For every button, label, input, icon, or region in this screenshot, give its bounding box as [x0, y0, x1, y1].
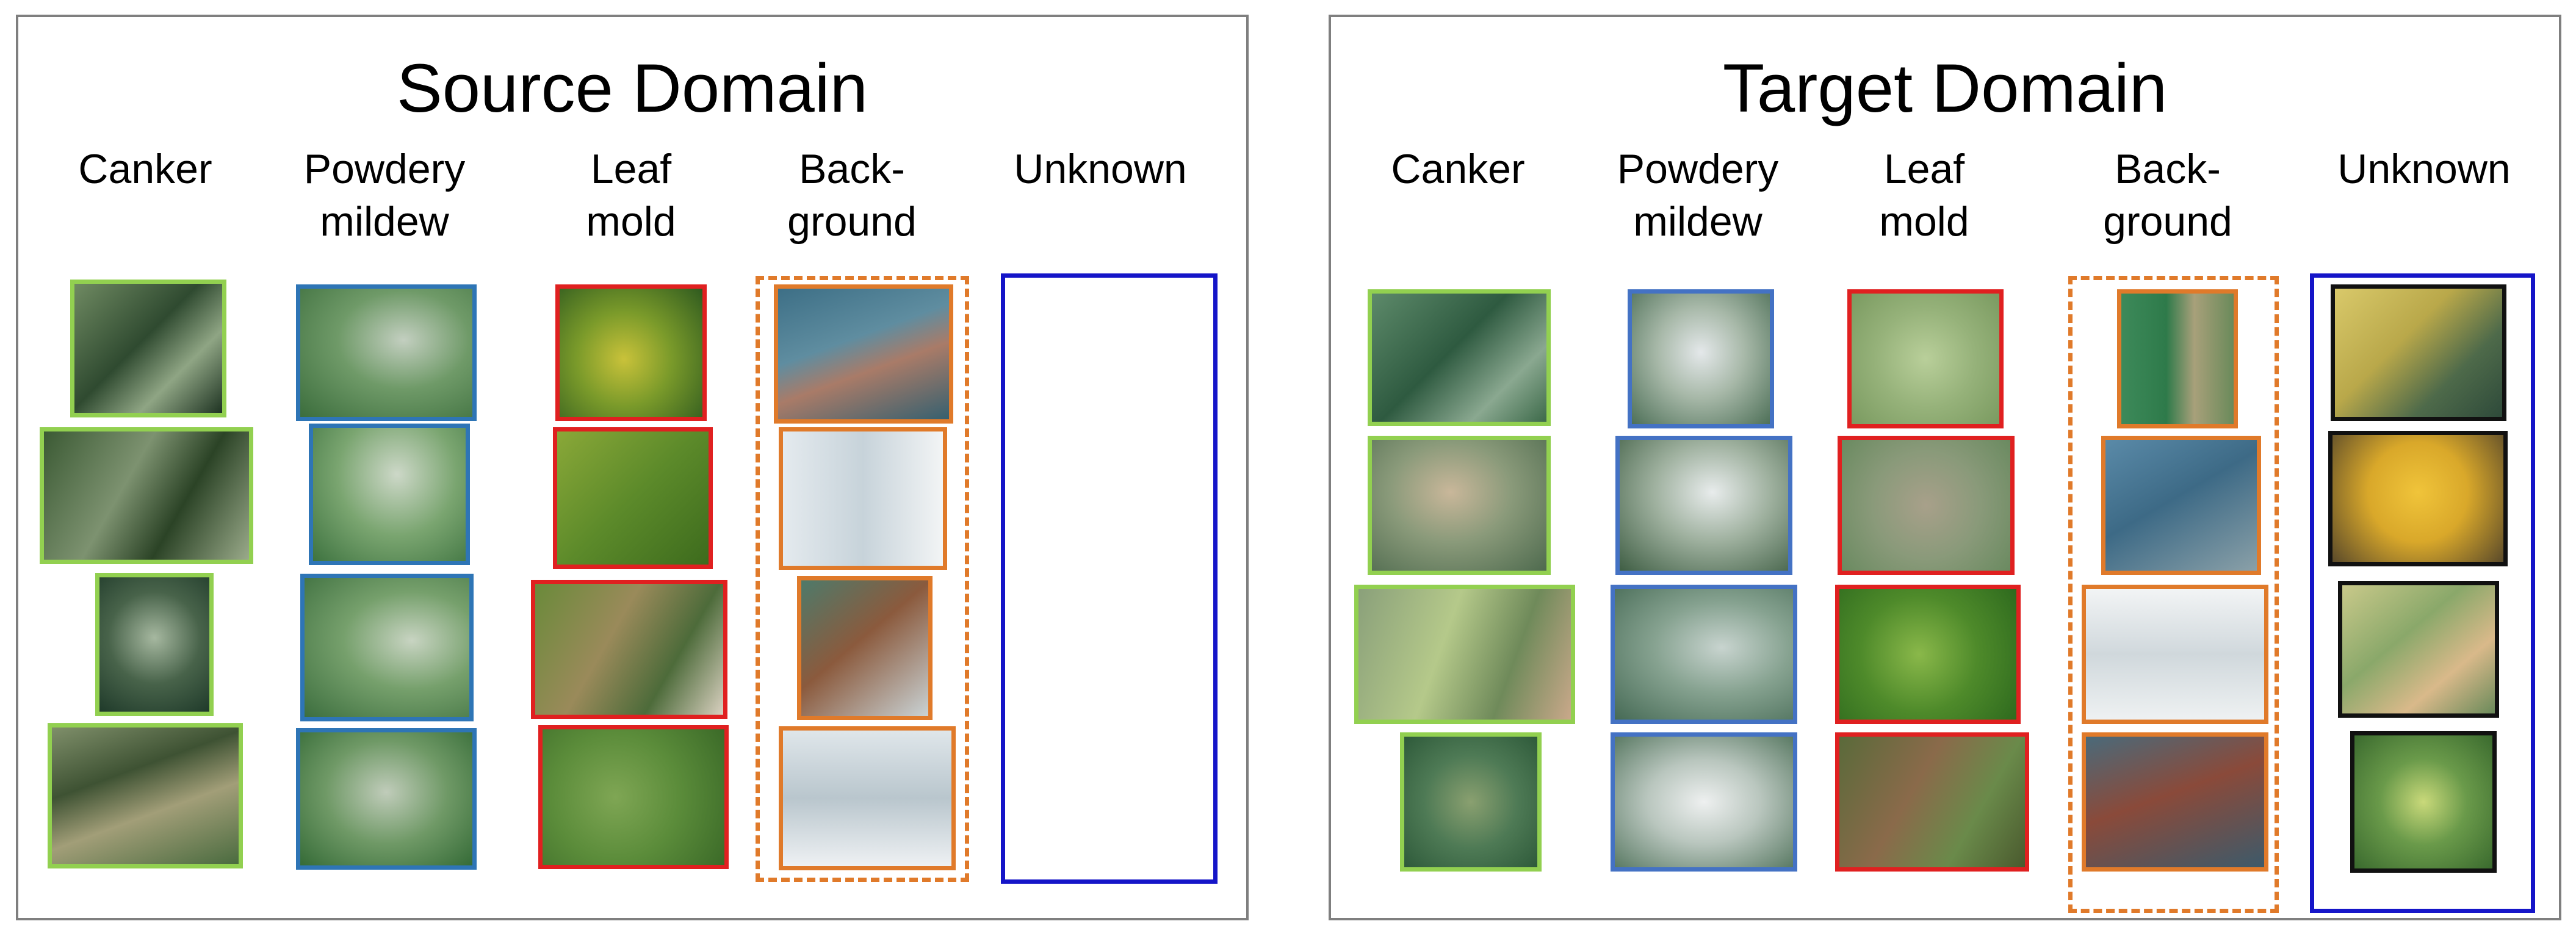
target-canker-image-4: [1400, 732, 1542, 872]
source-domain-title: Source Domain: [397, 50, 868, 126]
source-background-image-4: [779, 726, 956, 870]
target-powdery-image-3: [1611, 585, 1797, 724]
source-background-image-3: [797, 576, 933, 720]
source-powdery-image-1: [296, 284, 477, 421]
source-domain-panel: Source Domain Canker Powdery mildew Leaf…: [16, 15, 1249, 920]
target-unknown-image-1: [2331, 284, 2506, 421]
target-powdery-image-4: [1611, 732, 1797, 872]
source-canker-image-3: [95, 573, 214, 716]
target-canker-image-1: [1368, 289, 1551, 426]
source-powdery-image-4: [296, 728, 477, 870]
source-column-unknown: Unknown: [1014, 146, 1187, 192]
source-column-powdery-mildew: Powdery mildew: [303, 146, 466, 245]
source-column-canker: Canker: [78, 146, 212, 192]
target-domain-panel: Target Domain Canker Powdery mildew Leaf…: [1329, 15, 2561, 920]
source-leaf-mold-image-4: [538, 725, 729, 869]
target-column-canker: Canker: [1391, 146, 1525, 192]
target-unknown-box: [2310, 273, 2535, 913]
target-powdery-image-1: [1628, 289, 1774, 428]
source-leaf-mold-image-2: [553, 427, 713, 569]
source-canker-image-1: [70, 280, 226, 417]
target-column-leaf-mold: Leaf mold: [1879, 146, 1969, 245]
source-background-image-2: [779, 427, 947, 570]
target-unknown-image-3: [2338, 581, 2499, 718]
target-background-image-1: [2117, 289, 2238, 428]
target-column-background: Back- ground: [2103, 146, 2232, 245]
source-unknown-box: [1001, 273, 1218, 884]
target-background-group-box: [2068, 276, 2279, 913]
target-unknown-image-4: [2350, 731, 2497, 873]
source-powdery-image-2: [309, 424, 470, 565]
target-background-image-2: [2101, 436, 2261, 575]
target-domain-title: Target Domain: [1722, 50, 2168, 126]
source-column-leaf-mold: Leaf mold: [586, 146, 676, 245]
target-column-powdery-mildew: Powdery mildew: [1617, 146, 1779, 245]
source-powdery-image-3: [300, 574, 474, 721]
target-powdery-image-2: [1615, 436, 1792, 575]
target-leaf-mold-image-1: [1847, 289, 2004, 428]
source-column-background: Back- ground: [787, 146, 917, 245]
target-leaf-mold-image-3: [1835, 585, 2021, 724]
target-background-image-4: [2082, 732, 2268, 872]
source-canker-image-2: [40, 427, 253, 564]
target-canker-image-3: [1354, 585, 1575, 724]
source-background-group-box: [756, 276, 969, 882]
target-canker-image-2: [1368, 436, 1551, 575]
target-unknown-image-2: [2328, 431, 2508, 566]
source-leaf-mold-image-3: [531, 580, 727, 719]
target-leaf-mold-image-4: [1835, 732, 2029, 872]
source-canker-image-4: [48, 723, 243, 868]
target-leaf-mold-image-2: [1838, 436, 2015, 575]
source-leaf-mold-image-1: [555, 284, 707, 421]
target-column-unknown: Unknown: [2337, 146, 2511, 192]
source-background-image-1: [774, 284, 953, 424]
target-background-image-3: [2082, 585, 2268, 724]
